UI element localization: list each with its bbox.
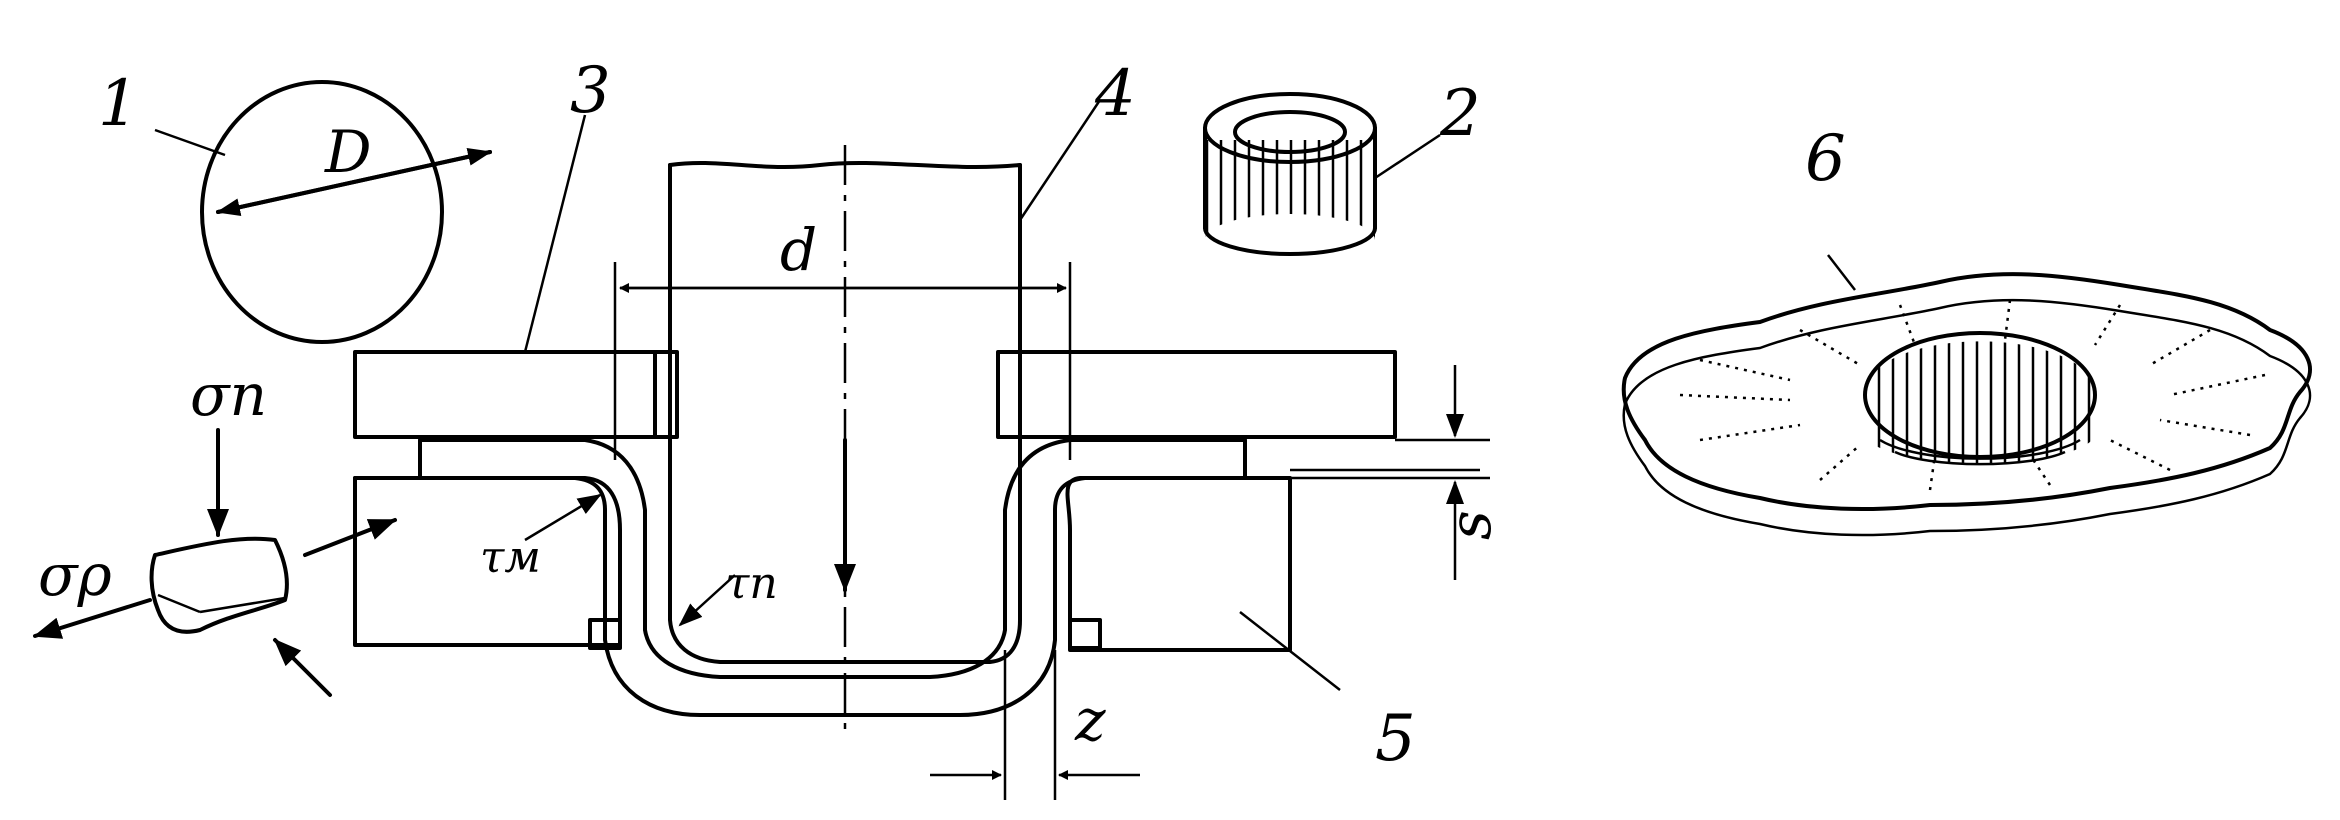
label-6: 6 [1805,122,1846,196]
label-s: s [1436,510,1504,540]
die: 5 [353,468,1480,776]
label-z: z [1074,686,1106,754]
shear-labels: τм τп [480,493,778,627]
punch: 4 [668,57,1136,730]
label-1: 1 [98,67,139,141]
blank-disc: D 1 [98,67,492,344]
dimension-z: z [930,650,1140,800]
dimension-d: d [613,216,1072,460]
label-D: D [324,118,372,186]
wrinkled-flange: 6 [1621,122,2312,537]
label-sigma-r: σρ [38,541,112,609]
label-tau-p: τп [725,558,778,609]
diameter-arrow-left [216,150,492,217]
drawn-cup: 2 [1203,77,1481,266]
label-2: 2 [1439,77,1481,151]
label-3: 3 [570,54,611,128]
label-d: d [780,216,817,284]
label-tau-m: τм [480,532,541,583]
label-4: 4 [1094,57,1136,131]
label-sigma-p: σп [190,361,267,429]
drawn-sheet [418,438,1247,717]
label-5: 5 [1375,702,1416,776]
stress-element: σп σρ [33,361,397,697]
dimension-s: s [1258,365,1504,580]
